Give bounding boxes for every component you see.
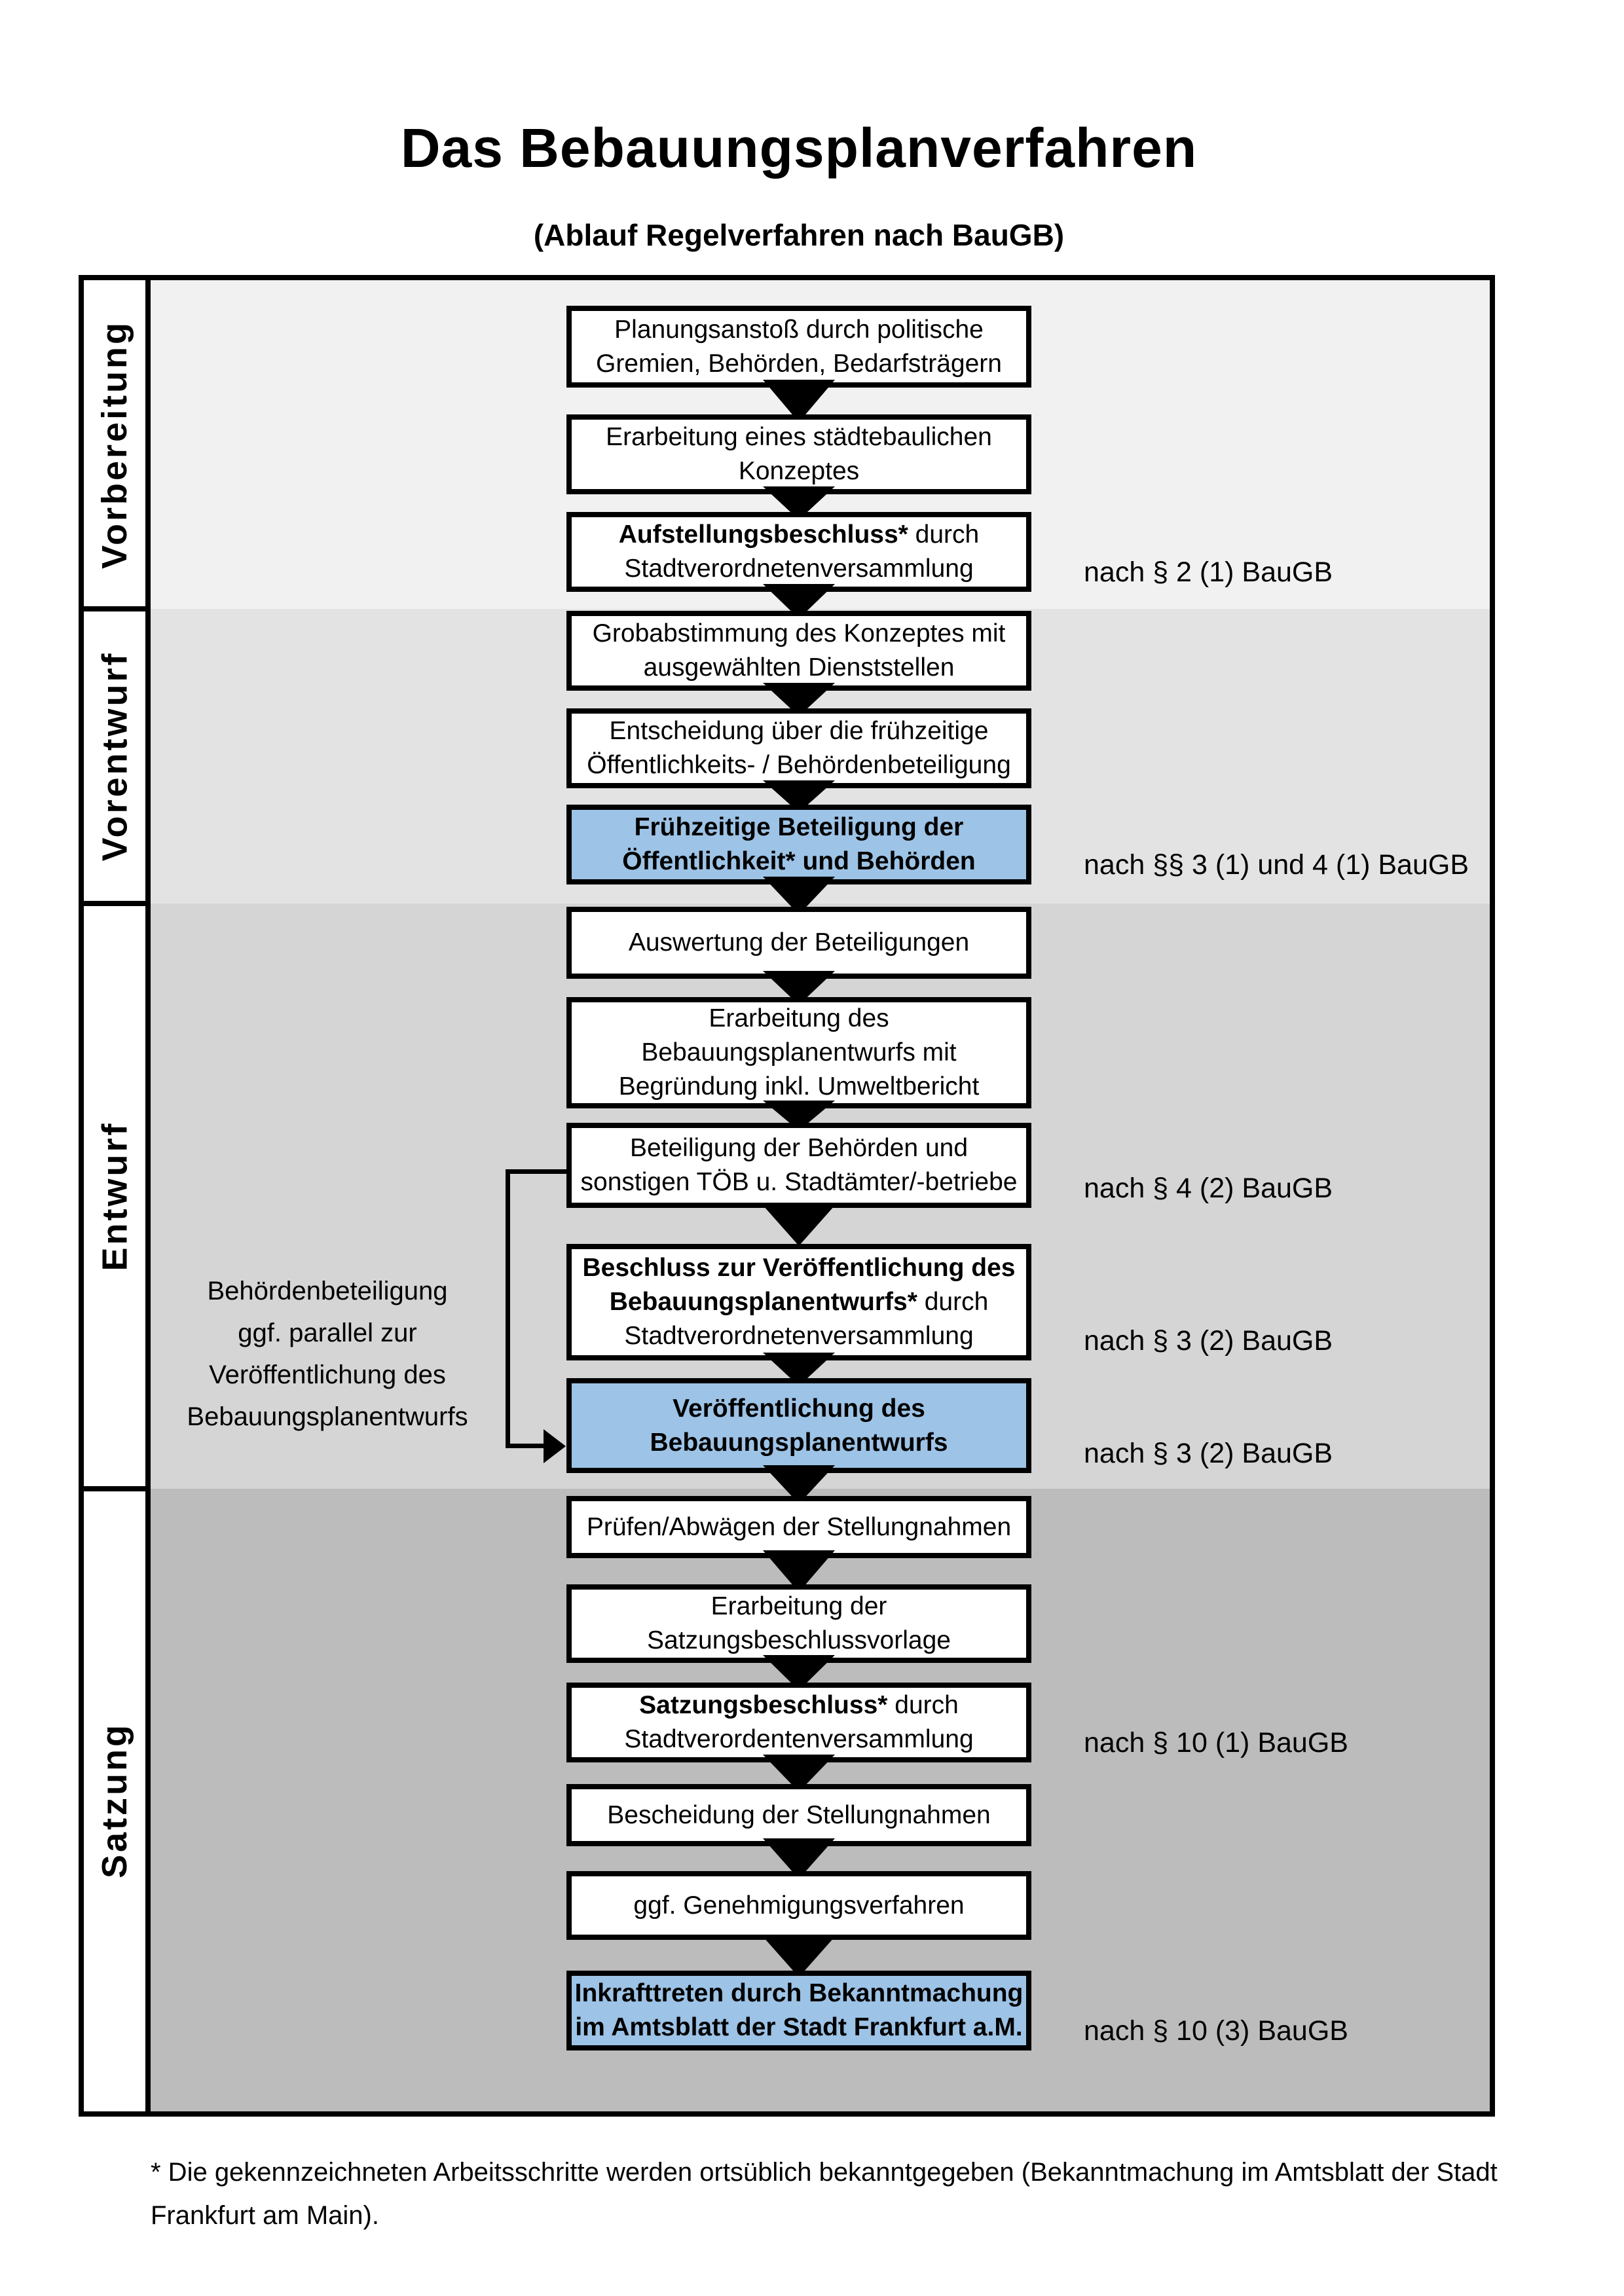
- legal-reference: nach §§ 3 (1) und 4 (1) BauGB: [1084, 849, 1469, 881]
- flow-box-line: Stadtverordnetenversammlung: [624, 1322, 974, 1350]
- phase-label-text: Satzung: [95, 1722, 134, 1878]
- page-subtitle: (Ablauf Regelverfahren nach BauGB): [533, 218, 1065, 252]
- flow-box-line: Prüfen/Abwägen der Stellungnahmen: [586, 1512, 1012, 1541]
- flow-box-line: Öffentlichkeit* und Behörden: [622, 847, 976, 875]
- flow-box-line: Inkrafttreten durch Bekanntmachung: [574, 1979, 1024, 2007]
- flow-box-line: ausgewählten Dienststellen: [643, 653, 955, 682]
- flow-box-line: Aufstellungsbeschluss* durch: [618, 520, 980, 549]
- phase-divider-3: [84, 1486, 145, 1491]
- legal-reference: nach § 10 (3) BauGB: [1084, 2015, 1348, 2047]
- flow-box-line: Grobabstimmung des Konzeptes mit: [592, 619, 1006, 647]
- flow-box-line: Bebauungsplanentwurfs mit: [641, 1038, 957, 1066]
- flow-box-line: Stadtverordnetenversammlung: [624, 555, 974, 583]
- legal-reference: nach § 10 (1) BauGB: [1084, 1727, 1348, 1758]
- flow-box-behoerdenbeteiligung: Beteiligung der Behörden und sonstigen T…: [566, 1123, 1031, 1208]
- flow-box-line: ggf. Genehmigungsverfahren: [633, 1891, 965, 1920]
- flow-box-line: sonstigen TÖB u. Stadtämter/-betriebe: [580, 1168, 1018, 1196]
- flow-box-line: Erarbeitung des: [709, 1004, 889, 1032]
- flow-box-line: Auswertung der Beteiligungen: [628, 928, 970, 957]
- footnote: * Die gekennzeichneten Arbeitsschritte w…: [151, 2158, 1498, 2230]
- flow-box-auswertung: Auswertung der Beteiligungen: [566, 907, 1031, 979]
- side-note: Behördenbeteiligung ggf. parallel zur Ve…: [187, 1277, 468, 1431]
- flow-box-line: Satzungsbeschlussvorlage: [647, 1626, 951, 1654]
- flow-box-pruefen-abwaegen: Prüfen/Abwägen der Stellungnahmen: [566, 1496, 1031, 1558]
- phase-label-satzung: Satzung: [84, 1489, 145, 2111]
- flow-box-genehmigungsverfahren: ggf. Genehmigungsverfahren: [566, 1871, 1031, 1940]
- flow-box-line: Erarbeitung eines städtebaulichen: [606, 423, 992, 451]
- phase-label-text: Vorentwurf: [95, 651, 134, 862]
- flow-box-line: Stadtverordentenversammlung: [624, 1725, 974, 1753]
- flow-box-entscheidung-beteiligung: Entscheidung über die frühzeitige Öffent…: [566, 708, 1031, 788]
- phase-label-vorbereitung: Vorbereitung: [84, 280, 145, 609]
- flow-box-line: Gremien, Behörden, Bedarfsträgern: [595, 349, 1002, 378]
- flow-box-line: Erarbeitung der: [710, 1592, 887, 1620]
- down-arrow-icon: [763, 1205, 835, 1246]
- flow-box-inkrafttreten: Inkrafttreten durch Bekanntmachung im Am…: [566, 1971, 1031, 2050]
- flow-box-satzungsbeschluss: Satzungsbeschluss* durch Stadtverordente…: [566, 1683, 1031, 1762]
- phase-label-text: Entwurf: [95, 1121, 135, 1271]
- flow-box-bescheidung: Bescheidung der Stellungnahmen: [566, 1784, 1031, 1846]
- flow-box-line: Bescheidung der Stellungnahmen: [607, 1800, 991, 1829]
- phase-label-entwurf: Entwurf: [84, 903, 145, 1489]
- down-arrow-icon: [763, 1937, 835, 1977]
- phase-column-divider: [145, 280, 151, 2111]
- flow-box-line: Begründung inkl. Umweltbericht: [618, 1072, 980, 1101]
- flow-box-line: Bebauungsplanentwurfs* durch: [609, 1288, 989, 1316]
- legal-reference: nach § 4 (2) BauGB: [1084, 1173, 1333, 1204]
- flow-box-aufstellungsbeschluss: Aufstellungsbeschluss* durch Stadtverord…: [566, 512, 1031, 592]
- flow-box-line: Satzungsbeschluss* durch: [639, 1691, 959, 1719]
- flow-box-line: Veröffentlichung des: [673, 1394, 925, 1423]
- flow-box-line: Öffentlichkeits- / Behördenbeteiligung: [587, 751, 1011, 779]
- flow-box-veroeffentlichung: Veröffentlichung des Bebauungsplanentwur…: [566, 1378, 1031, 1473]
- flow-box-line: Konzeptes: [738, 457, 860, 485]
- flow-box-line: Frühzeitige Beteiligung der: [634, 813, 964, 841]
- legal-reference: nach § 3 (2) BauGB: [1084, 1438, 1333, 1469]
- flow-box-line: im Amtsblatt der Stadt Frankfurt a.M.: [575, 2013, 1023, 2041]
- connector-line-bottom: [506, 1444, 546, 1448]
- flow-box-line: Entscheidung über die frühzeitige: [609, 717, 989, 745]
- flow-box-satzungsbeschlussvorlage: Erarbeitung der Satzungsbeschlussvorlage: [566, 1584, 1031, 1663]
- phase-divider-1: [84, 606, 145, 611]
- flow-box-line: Planungsanstoß durch politische: [614, 315, 984, 344]
- legal-reference: nach § 3 (2) BauGB: [1084, 1325, 1333, 1357]
- flow-box-grobabstimmung: Grobabstimmung des Konzeptes mit ausgewä…: [566, 611, 1031, 691]
- connector-line-vertical: [506, 1169, 510, 1448]
- flow-box-fruehzeitige-beteiligung: Frühzeitige Beteiligung der Öffentlichke…: [566, 805, 1031, 884]
- connector-line-top: [506, 1169, 566, 1174]
- flow-box-konzept: Erarbeitung eines städtebaulichen Konzep…: [566, 414, 1031, 494]
- phase-label-column: [84, 280, 145, 2111]
- flow-box-line: Beschluss zur Veröffentlichung des: [582, 1254, 1016, 1282]
- flow-box-erarbeitung-entwurf: Erarbeitung des Bebauungsplanentwurfs mi…: [566, 997, 1031, 1108]
- flow-box-beschluss-veroeffentlichung: Beschluss zur Veröffentlichung des Bebau…: [566, 1244, 1031, 1360]
- page-title: Das Bebauungsplanverfahren: [400, 117, 1198, 179]
- phase-label-vorentwurf: Vorentwurf: [84, 609, 145, 903]
- flow-box-line: Beteiligung der Behörden und: [629, 1134, 969, 1162]
- flow-box-line: Bebauungsplanentwurfs: [650, 1428, 948, 1457]
- legal-reference: nach § 2 (1) BauGB: [1084, 556, 1333, 588]
- right-arrow-icon: [544, 1429, 566, 1463]
- phase-divider-2: [84, 901, 145, 906]
- flow-box-planungsanstoss: Planungsanstoß durch politische Gremien,…: [566, 306, 1031, 388]
- phase-label-text: Vorbereitung: [95, 319, 135, 570]
